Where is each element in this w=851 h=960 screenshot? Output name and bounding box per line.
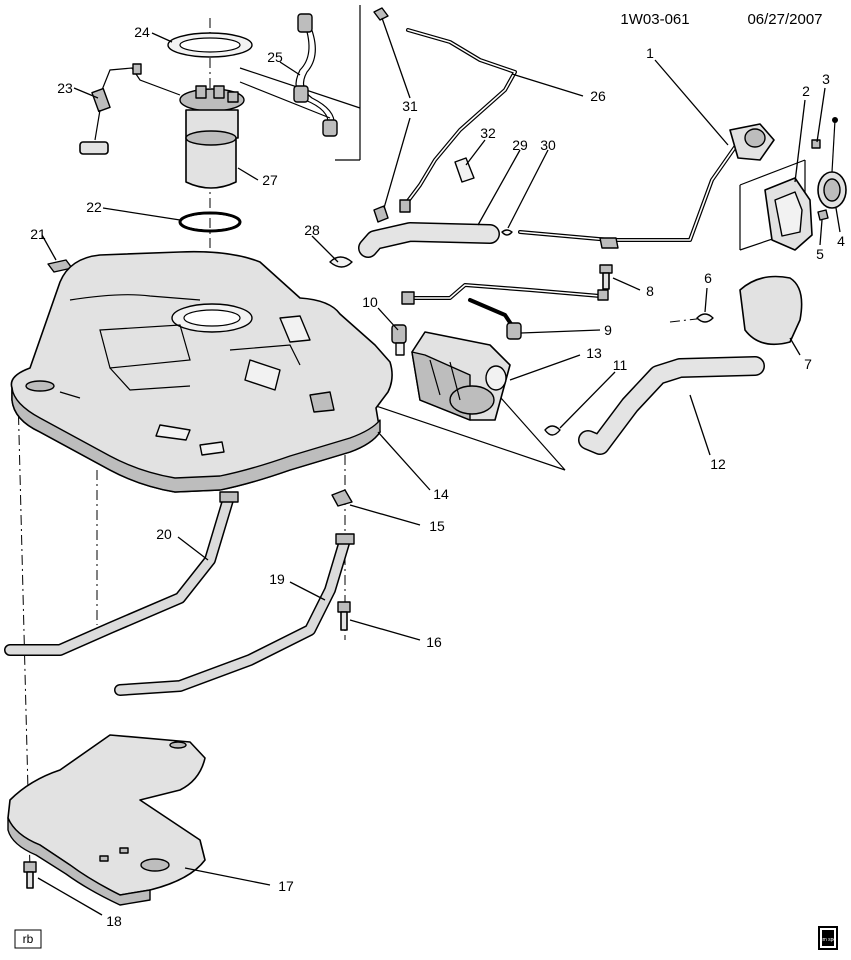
callout-5: 5 [816,246,824,262]
callout-29: 29 [512,137,528,153]
evap-pipe[interactable] [399,28,517,213]
hose-clamp-canister[interactable] [544,425,561,436]
callout-26: 26 [590,88,606,104]
callout-18: 18 [106,913,122,929]
callout-labels: 1 2 3 4 5 6 7 8 9 10 11 12 13 14 15 16 1… [30,24,845,929]
drawing-id: 1W03-061 [620,11,689,28]
callout-7: 7 [804,356,812,372]
fuel-filler-pipe[interactable] [518,123,775,242]
wiring-harness[interactable] [293,13,338,137]
strap-bracket-clip[interactable] [331,489,353,507]
hose-clamp-lower[interactable] [329,256,353,268]
callout-24: 24 [134,24,150,40]
pipe-clip-lower[interactable] [373,205,389,223]
callout-17: 17 [278,878,294,894]
callout-10: 10 [362,294,378,310]
callout-27: 27 [262,172,278,188]
callout-19: 19 [269,571,285,587]
callout-25: 25 [267,49,283,65]
pipe-clip-upper[interactable] [373,7,389,21]
filler-bumper[interactable] [811,139,821,149]
gm-spo-logo: gm spo [818,926,838,950]
filler-housing-nut[interactable] [817,209,829,221]
fuel-pump-module[interactable] [167,32,253,189]
filler-pipe-bolt[interactable] [599,264,613,290]
callout-32: 32 [480,125,496,141]
drawing-date: 06/27/2007 [747,11,822,28]
gm-spo-logo-text: gm spo [820,937,837,943]
footer-badge: rb [14,929,42,949]
filler-door-housing[interactable] [764,177,813,251]
o-ring-seal[interactable] [178,211,242,233]
callout-21: 21 [30,226,46,242]
canister-vent-tube[interactable] [578,356,765,455]
fuel-tank-strap-front[interactable] [114,533,355,696]
fuel-tank-strap-rear[interactable] [4,491,239,656]
callout-22: 22 [86,199,102,215]
callout-4: 4 [837,233,845,249]
callout-30: 30 [540,137,556,153]
fuel-filler-door[interactable] [739,275,803,346]
filler-hose[interactable] [358,222,500,258]
pipe-retainer-clip[interactable] [454,157,475,183]
callout-6: 6 [704,270,712,286]
fuel-level-sender[interactable] [79,63,181,155]
callout-3: 3 [822,71,830,87]
callout-28: 28 [304,222,320,238]
hose-clamp-upper[interactable] [501,229,513,236]
purge-connector[interactable] [391,324,407,356]
callout-8: 8 [646,283,654,299]
callout-20: 20 [156,526,172,542]
strap-bolt[interactable] [337,601,351,631]
callout-23: 23 [57,80,73,96]
callout-1: 1 [646,45,654,61]
callout-12: 12 [710,456,726,472]
fuel-cap[interactable] [817,117,847,209]
callout-11: 11 [613,357,628,373]
shield-bolt[interactable] [23,861,37,889]
callout-16: 16 [426,634,442,650]
callout-2: 2 [802,83,810,99]
footer-badge-text: rb [23,932,34,946]
callout-15: 15 [429,518,445,534]
fuel-tank-shield[interactable] [7,734,206,906]
evap-vent-pipe[interactable] [401,283,609,305]
evap-canister[interactable] [411,331,511,421]
door-grommet[interactable] [696,313,714,323]
callout-14: 14 [433,486,449,502]
canister-vent-hose[interactable] [468,298,522,340]
drawing-header: 1W03-061 06/27/2007 [620,11,822,28]
callout-31: 31 [402,98,418,114]
fuel-tank[interactable] [10,250,393,493]
callout-13: 13 [586,345,602,361]
filler-pipe-bracket [599,237,619,249]
callout-9: 9 [604,322,612,338]
callout-leaders [37,17,841,916]
